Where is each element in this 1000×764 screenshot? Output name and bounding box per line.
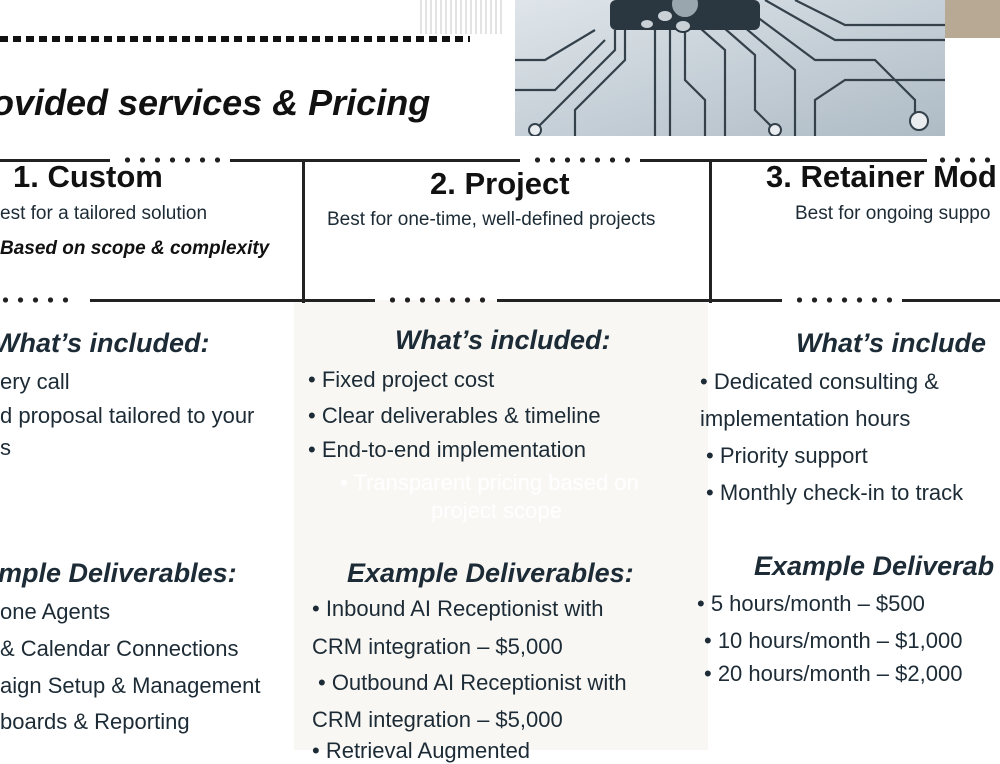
retainer-heading: 3. Retainer Mod — [766, 159, 997, 194]
divider-line — [305, 299, 375, 302]
divider-line — [712, 159, 927, 162]
project-hidden-text: • Transparent pricing based on — [340, 470, 639, 495]
project-hidden-text: project scope — [431, 498, 562, 523]
decorative-hatch — [420, 0, 505, 34]
retainer-subtitle: Best for ongoing suppo — [795, 203, 991, 224]
custom-examples-heading: mple Deliverables: — [0, 558, 237, 588]
dotted-divider — [385, 297, 485, 303]
project-included-heading: What’s included: — [395, 325, 611, 355]
custom-example-item: boards & Reporting — [0, 709, 190, 734]
custom-included-item: s — [0, 435, 11, 460]
custom-example-item: aign Setup & Management — [0, 673, 261, 698]
retainer-included-item: • Priority support — [706, 443, 868, 468]
divider-vertical — [302, 159, 305, 303]
project-column-background — [294, 300, 708, 750]
custom-price-note: Based on scope & complexity — [0, 238, 270, 259]
divider-line — [0, 159, 110, 162]
project-example-item: • Outbound AI Receptionist with — [318, 670, 627, 695]
project-included-item: • End-to-end implementation — [308, 437, 586, 462]
divider-line — [640, 159, 715, 162]
divider-line — [90, 299, 305, 302]
dotted-divider — [120, 157, 220, 163]
dashed-divider — [0, 36, 470, 42]
circuit-board-image — [515, 0, 945, 136]
dotted-divider — [530, 157, 630, 163]
dotted-divider — [0, 297, 78, 303]
divider-line — [902, 299, 1000, 302]
custom-heading: 1. Custom — [13, 159, 163, 194]
project-example-item: CRM integration – $5,000 — [312, 707, 563, 732]
custom-included-heading: What’s included: — [0, 328, 210, 358]
project-included-item: • Fixed project cost — [308, 367, 495, 392]
project-heading: 2. Project — [430, 166, 570, 201]
custom-subtitle: est for a tailored solution — [0, 203, 208, 224]
divider-line — [305, 159, 520, 162]
retainer-included-item: implementation hours — [700, 406, 911, 431]
custom-example-item: one Agents — [0, 599, 111, 624]
custom-included-item: d proposal tailored to your — [0, 403, 255, 428]
divider-line — [712, 299, 782, 302]
decorative-block — [945, 0, 1000, 38]
project-included-item: • Clear deliverables & timeline — [308, 403, 601, 428]
divider-line — [497, 299, 712, 302]
custom-example-item: & Calendar Connections — [0, 636, 239, 661]
dotted-divider — [935, 157, 1000, 163]
project-example-item: CRM integration – $5,000 — [312, 634, 563, 659]
retainer-example-item: • 5 hours/month – $500 — [697, 591, 925, 616]
project-example-item: • Retrieval Augmented — [312, 738, 531, 763]
divider-line — [230, 159, 310, 162]
project-examples-heading: Example Deliverables: — [347, 558, 634, 588]
retainer-included-item: • Monthly check-in to track — [706, 480, 964, 505]
retainer-examples-heading: Example Deliverab — [754, 551, 995, 581]
project-example-item: • Inbound AI Receptionist with — [312, 596, 604, 621]
dotted-divider — [792, 297, 892, 303]
retainer-included-item: • Dedicated consulting & — [700, 369, 939, 394]
retainer-example-item: • 20 hours/month – $2,000 — [704, 661, 963, 686]
page-title: ovided services & Pricing — [0, 82, 431, 123]
retainer-included-heading: What’s include — [796, 328, 987, 358]
retainer-example-item: • 10 hours/month – $1,000 — [704, 628, 963, 653]
divider-vertical — [709, 159, 712, 303]
custom-included-item: ery call — [0, 369, 70, 394]
project-subtitle: Best for one-time, well-defined projects — [327, 209, 656, 230]
